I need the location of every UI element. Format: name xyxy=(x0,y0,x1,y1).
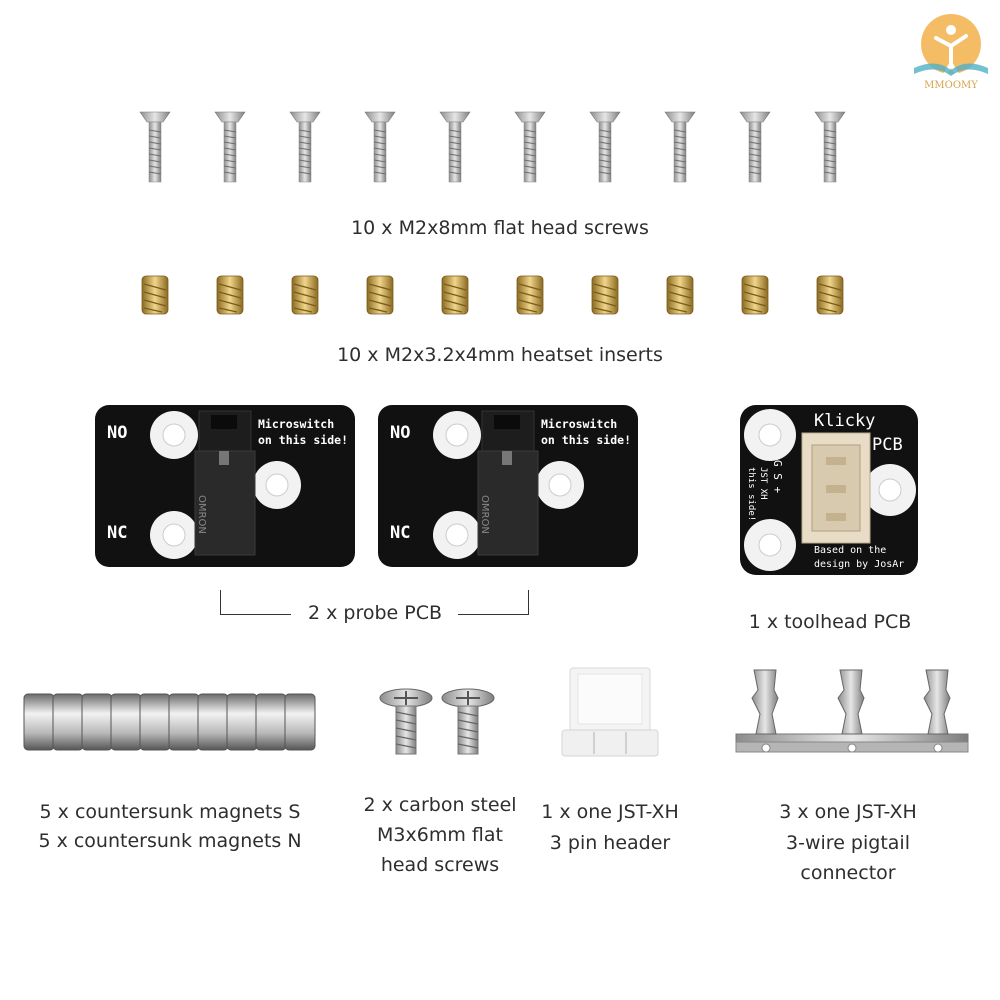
microswitch-note-line1: Microswitch xyxy=(258,417,335,431)
screw-7 xyxy=(589,111,621,183)
probe-bracket-right xyxy=(458,590,529,615)
probe-pcb-1: NO NC Microswitch on this side! OMRON xyxy=(95,405,355,567)
brand-logo-icon xyxy=(914,14,988,78)
toolhead-pcb: Klicky PCB G S + JST XH this side! Based… xyxy=(740,405,918,575)
pigtail-caption-line2: 3-wire pigtail xyxy=(786,832,910,854)
carbon-steel-screws xyxy=(378,688,498,758)
screw-row xyxy=(130,108,870,188)
pigtail-caption-line3: connector xyxy=(800,862,896,884)
switch-brand: OMRON xyxy=(479,495,490,534)
nc-label: NC xyxy=(107,523,128,543)
brand-logo: MMOOMY xyxy=(906,6,996,96)
carbon-caption-line3: head screws xyxy=(380,854,500,876)
switch-brand: OMRON xyxy=(196,495,207,534)
magnets-caption-line1: 5 x countersunk magnets S xyxy=(39,801,301,823)
microswitch-note-line2: on this side! xyxy=(541,433,632,447)
screw-6 xyxy=(514,111,546,183)
toolhead-side-line2: this side! xyxy=(746,467,756,522)
toolhead-credit-line1: Based on the xyxy=(814,545,887,556)
toolhead-credit-line2: design by JosAr xyxy=(814,559,905,570)
pigtail-crimps xyxy=(732,668,972,760)
jst-header xyxy=(560,664,660,760)
microswitch-note-line1: Microswitch xyxy=(541,417,618,431)
toolhead-title-line2: PCB xyxy=(872,435,903,455)
magnets-caption-line2: 5 x countersunk magnets N xyxy=(38,830,302,852)
inserts-caption: 10 x M2x3.2x4mm heatset inserts xyxy=(337,344,663,366)
probe-pcb-2: NO NC Microswitch on this side! OMRON xyxy=(378,405,638,567)
screw-8 xyxy=(664,111,696,183)
pigtail-caption-line1: 3 x one JST-XH xyxy=(779,801,917,823)
brand-name: MMOOMY xyxy=(924,80,978,91)
toolhead-side-line1: JST XH xyxy=(758,467,768,500)
screws-caption: 10 x M2x8mm flat head screws xyxy=(351,217,649,239)
screw-2 xyxy=(214,111,246,183)
screw-1 xyxy=(139,111,171,183)
screw-4 xyxy=(364,111,396,183)
probe-pcb-caption: 2 x probe PCB xyxy=(307,602,443,624)
no-label: NO xyxy=(390,423,411,443)
toolhead-pins: G S + xyxy=(771,460,784,494)
probe-bracket-left xyxy=(220,590,291,615)
microswitch-note-line2: on this side! xyxy=(258,433,349,447)
carbon-caption-line2: M3x6mm flat xyxy=(377,824,503,846)
insert-row xyxy=(130,274,870,318)
nc-label: NC xyxy=(390,523,411,543)
screw-5 xyxy=(439,111,471,183)
toolhead-caption: 1 x toolhead PCB xyxy=(748,611,912,633)
carbon-caption-line1: 2 x carbon steel xyxy=(363,794,517,816)
no-label: NO xyxy=(107,423,128,443)
screw-10 xyxy=(814,111,846,183)
header-caption-line2: 3 pin header xyxy=(549,832,671,854)
screw-3 xyxy=(289,111,321,183)
header-caption-line1: 1 x one JST-XH xyxy=(541,801,679,823)
screw-9 xyxy=(739,111,771,183)
toolhead-title-line1: Klicky xyxy=(814,411,876,431)
magnet-stack xyxy=(22,690,318,754)
